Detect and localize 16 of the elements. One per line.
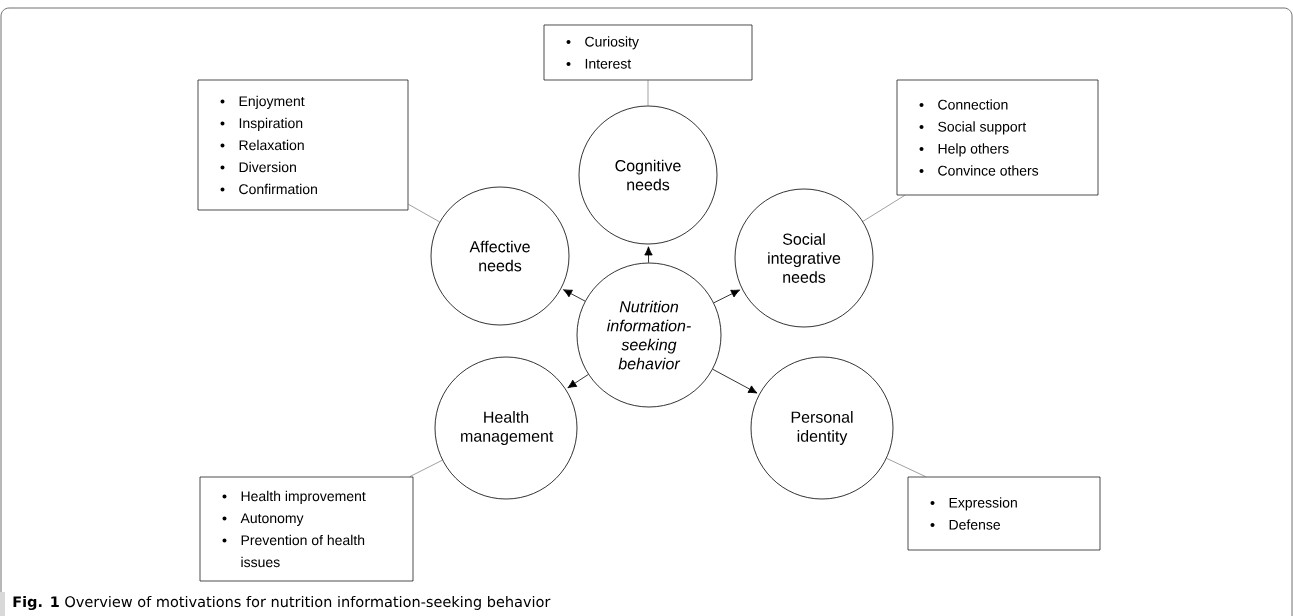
list-box: Health improvement Autonomy Prevention of health issues (199, 476, 414, 582)
arrow (567, 374, 589, 389)
list-box: Expression Defense (907, 476, 1101, 551)
connector-line (409, 459, 443, 477)
connector-line (647, 80, 649, 106)
connector-line (886, 458, 926, 477)
connector-line (408, 204, 440, 223)
arrow (712, 368, 758, 394)
list-box: Enjoyment Inspiration Relaxation Diversion Confirmation (197, 79, 409, 211)
caption: Fig. 1 Overview of motivations for nutrition information-seeking behavior (13, 595, 551, 611)
connector-line (862, 195, 905, 222)
list-box: Curiosity Interest (543, 24, 753, 81)
arrow (644, 246, 653, 263)
arrow (563, 289, 586, 302)
arrow (713, 289, 741, 304)
list-box: Connection Social support Help others Convince others (896, 79, 1099, 196)
